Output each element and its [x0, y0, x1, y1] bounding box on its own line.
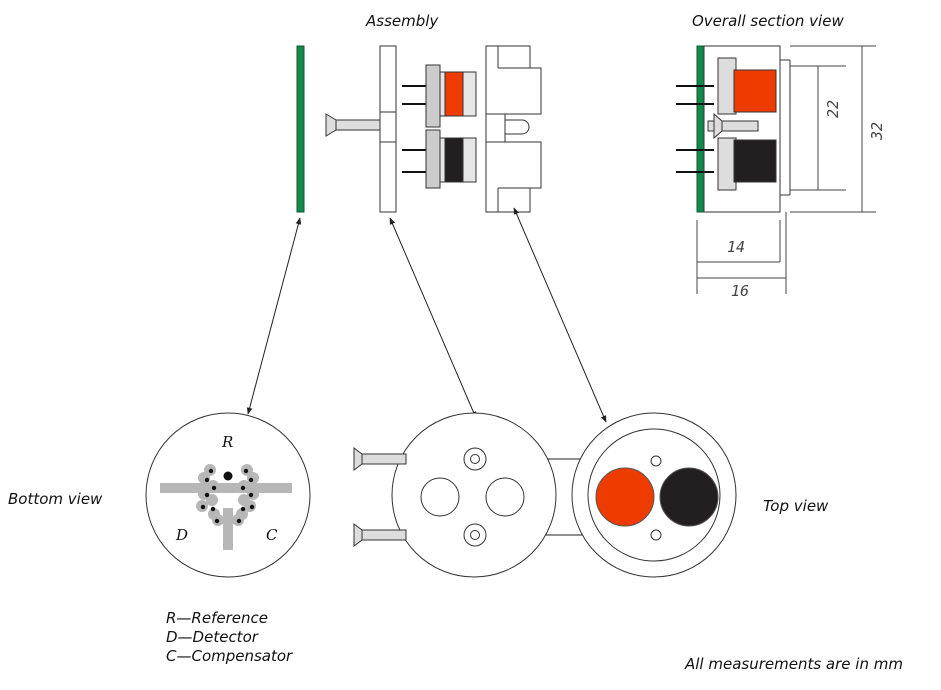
bottom-view-disc [145, 412, 311, 578]
top-view-label: Top view [763, 497, 829, 515]
legend-item-detector: D—Detector [166, 628, 258, 646]
overall-section-view-label: Overall section view [692, 12, 844, 30]
overall-section-view [676, 45, 791, 213]
dimension-16: 16 [731, 282, 750, 300]
dimension-lines [696, 45, 876, 294]
assembly-label: Assembly [366, 12, 439, 30]
detector-letter: D [176, 526, 189, 544]
base-plate-top-view [391, 412, 557, 578]
top-cap-section [485, 45, 542, 213]
reference-letter: R [222, 433, 234, 451]
screw-upper [325, 113, 381, 137]
legend-item-reference: R—Reference [166, 609, 268, 627]
bottom-view-label: Bottom view [8, 490, 103, 508]
screw-bottom-upper [353, 447, 407, 471]
reference-element [402, 64, 477, 128]
measurement-note: All measurements are in mm [685, 655, 903, 673]
dimension-14: 14 [727, 238, 746, 256]
screw-bottom-lower [353, 523, 407, 547]
detector-element [402, 129, 477, 189]
pcb-board [296, 45, 305, 213]
top-view-disc [571, 412, 737, 578]
legend-item-compensator: C—Compensator [166, 647, 293, 665]
compensator-letter: C [266, 526, 278, 544]
legend: R—Reference D—Detector C—Compensator [166, 609, 292, 666]
dimension-22: 22 [824, 99, 842, 118]
cap-inner-lines [486, 46, 530, 212]
dimension-32: 32 [868, 121, 886, 140]
base-plate [379, 45, 397, 213]
